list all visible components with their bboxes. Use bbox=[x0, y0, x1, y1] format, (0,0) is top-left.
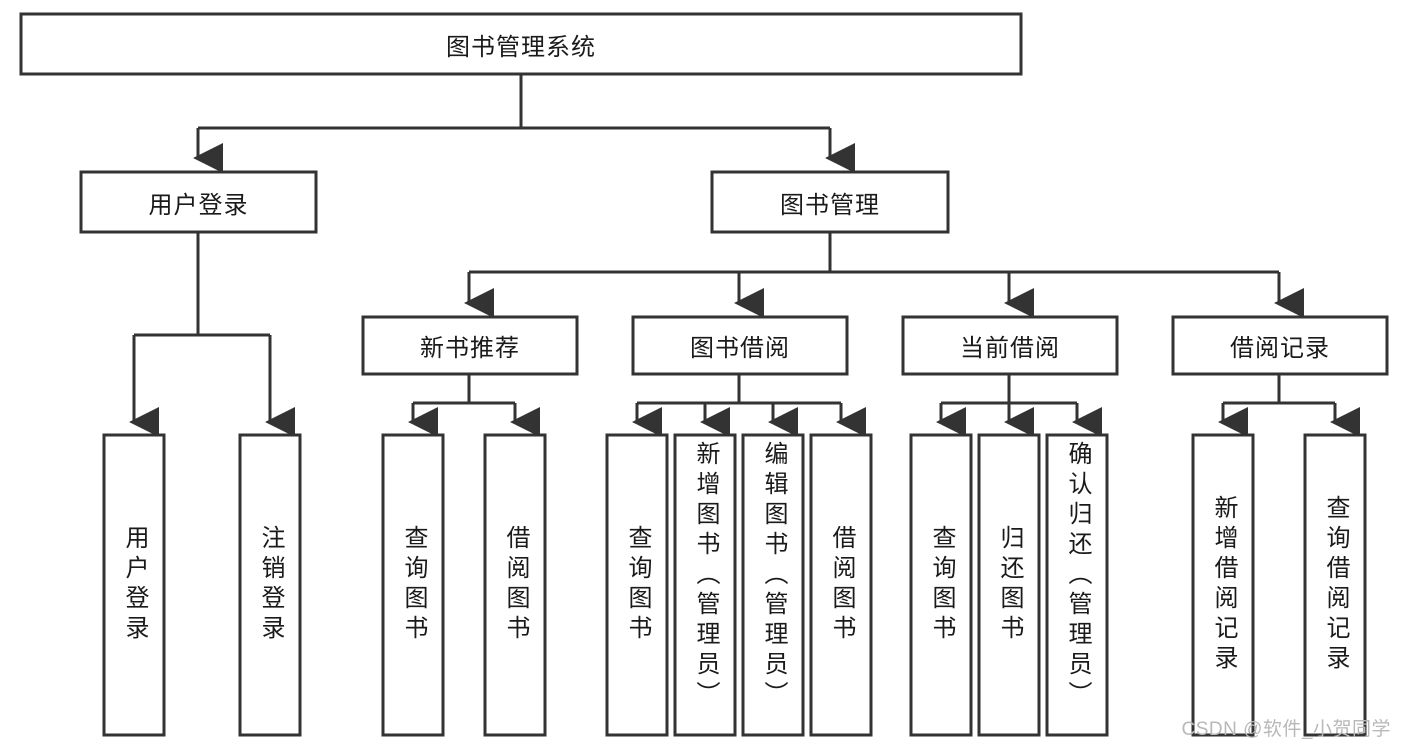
node-user-login[interactable] bbox=[79, 170, 318, 234]
leafbox-return-book[interactable] bbox=[977, 433, 1041, 737]
leafbox-add-borrow-record[interactable] bbox=[1191, 433, 1255, 737]
leafbox-confirm-return-admin[interactable] bbox=[1045, 433, 1109, 737]
node-book-management[interactable] bbox=[710, 170, 950, 234]
leafbox-borrow-book-2[interactable] bbox=[809, 433, 873, 737]
leafbox-logout-login[interactable] bbox=[238, 433, 302, 737]
node-root[interactable] bbox=[19, 12, 1023, 76]
leafbox-query-book-1[interactable] bbox=[381, 433, 445, 737]
leafbox-user-login[interactable] bbox=[102, 433, 166, 737]
node-new-book-recommend[interactable] bbox=[361, 315, 579, 376]
node-current-borrow[interactable] bbox=[901, 315, 1119, 376]
leafbox-query-borrow-record[interactable] bbox=[1303, 433, 1367, 737]
leafbox-add-book-admin[interactable] bbox=[673, 433, 737, 737]
leafbox-query-book-3[interactable] bbox=[909, 433, 973, 737]
node-book-borrow[interactable] bbox=[631, 315, 849, 376]
leafbox-edit-book-admin[interactable] bbox=[741, 433, 805, 737]
leafbox-borrow-book-1[interactable] bbox=[483, 433, 547, 737]
leafbox-query-book-2[interactable] bbox=[605, 433, 669, 737]
node-borrow-record[interactable] bbox=[1171, 315, 1389, 376]
